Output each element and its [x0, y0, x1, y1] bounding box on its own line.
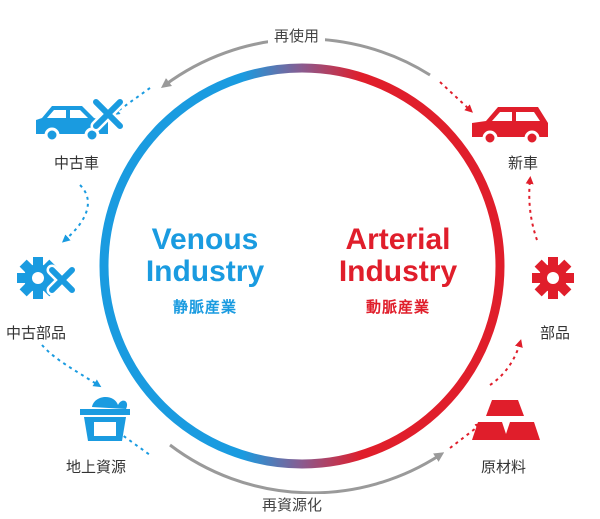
- reuse-label: 再使用: [268, 25, 326, 46]
- gear-icon: [532, 257, 574, 299]
- arterial-title-line2: Industry: [338, 255, 458, 288]
- bucket-icon: [80, 396, 130, 441]
- car-with-x-icon: [36, 96, 126, 143]
- arterial-connector-2: [489, 339, 523, 386]
- urban-resources-label: 地上資源: [66, 458, 127, 476]
- gear-with-x-icon: [17, 257, 78, 299]
- recycle-label: 再資源化: [256, 494, 329, 515]
- venous-title-line1: Venous: [151, 223, 259, 256]
- arterial-title-line1: Arterial: [345, 223, 451, 256]
- arterial-subtitle: 動脈産業: [365, 298, 430, 316]
- new-car-label: 新車: [508, 154, 539, 172]
- car-icon: [472, 107, 548, 146]
- industry-ring: [99, 63, 505, 469]
- used-car-label: 中古車: [54, 154, 100, 172]
- venous-subtitle: 静脈産業: [172, 298, 237, 316]
- venous-connector-2: [61, 184, 89, 243]
- venous-title: Venous Industry: [105, 224, 305, 288]
- raw-materials-label: 原材料: [481, 458, 527, 476]
- arterial-connector-3: [525, 176, 538, 241]
- ingots-icon: [472, 400, 540, 440]
- arterial-connector-4: [439, 81, 473, 113]
- venous-title-line2: Industry: [145, 255, 265, 288]
- parts-label: 部品: [540, 324, 571, 342]
- venous-connector-3: [41, 344, 102, 388]
- recycle-arc: [169, 443, 445, 495]
- used-parts-label: 中古部品: [6, 324, 67, 342]
- arterial-title: Arterial Industry: [298, 224, 498, 288]
